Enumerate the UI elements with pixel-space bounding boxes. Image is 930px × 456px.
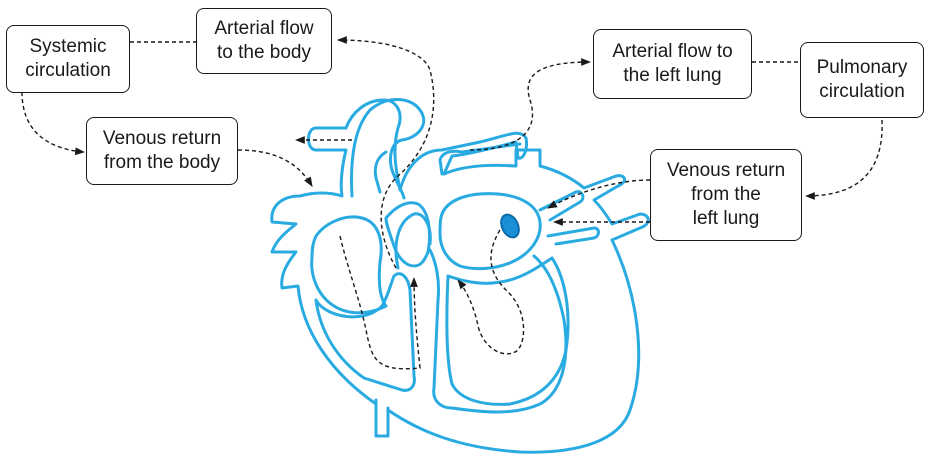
right-chamber — [312, 217, 386, 313]
systemic-circulation-line-1: Systemic — [25, 35, 111, 59]
venous-return-lung-line-1: Venous return — [667, 159, 785, 183]
pulmonary-circulation-line-1: Pulmonary — [817, 56, 908, 80]
systemic-circulation-line-2: circulation — [25, 59, 111, 83]
arrow-systemic-to-venous — [22, 92, 84, 152]
arterial-flow-body-box: Arterial flow to the body — [196, 8, 332, 74]
aorta-tube — [352, 100, 424, 199]
arrow-venous-to-heart — [238, 150, 312, 186]
systemic-circulation-box: Systemic circulation — [6, 25, 130, 93]
inferior-vena-cava — [376, 400, 388, 436]
arrow-pulmonary-to-venous — [806, 120, 882, 196]
venous-return-lung-line-3: left lung — [667, 207, 785, 231]
venous-return-body-line-1: Venous return — [103, 127, 221, 151]
left-atrium — [440, 194, 540, 269]
arterial-flow-lung-line-1: Arterial flow to — [612, 40, 732, 64]
pulmonary-circulation-box: Pulmonary circulation — [800, 42, 924, 118]
arterial-flow-lung-box: Arterial flow to the left lung — [593, 29, 752, 99]
arterial-flow-lung-line-2: the left lung — [612, 64, 732, 88]
mitral-valve-icon — [498, 212, 523, 241]
venous-return-lung-box: Venous return from the left lung — [650, 149, 802, 241]
heart-illustration — [272, 100, 648, 453]
arterial-flow-body-line-1: Arterial flow — [214, 17, 313, 41]
pulmonary-vein-upper — [540, 192, 583, 220]
septum-upper — [386, 203, 430, 266]
venous-return-body-box: Venous return from the body — [86, 117, 238, 185]
vena-cava-tube — [375, 152, 386, 192]
pulmonary-vein-lower — [548, 228, 599, 244]
arrow-heart-to-lung — [470, 62, 590, 150]
venous-return-body-line-2: from the body — [103, 151, 221, 175]
venous-return-lung-line-2: from the — [667, 183, 785, 207]
pulmonary-circulation-line-2: circulation — [817, 80, 908, 104]
right-ventricle — [316, 274, 414, 391]
arrow-left-chamber-flow — [458, 230, 524, 354]
arterial-flow-body-line-2: to the body — [214, 41, 313, 65]
